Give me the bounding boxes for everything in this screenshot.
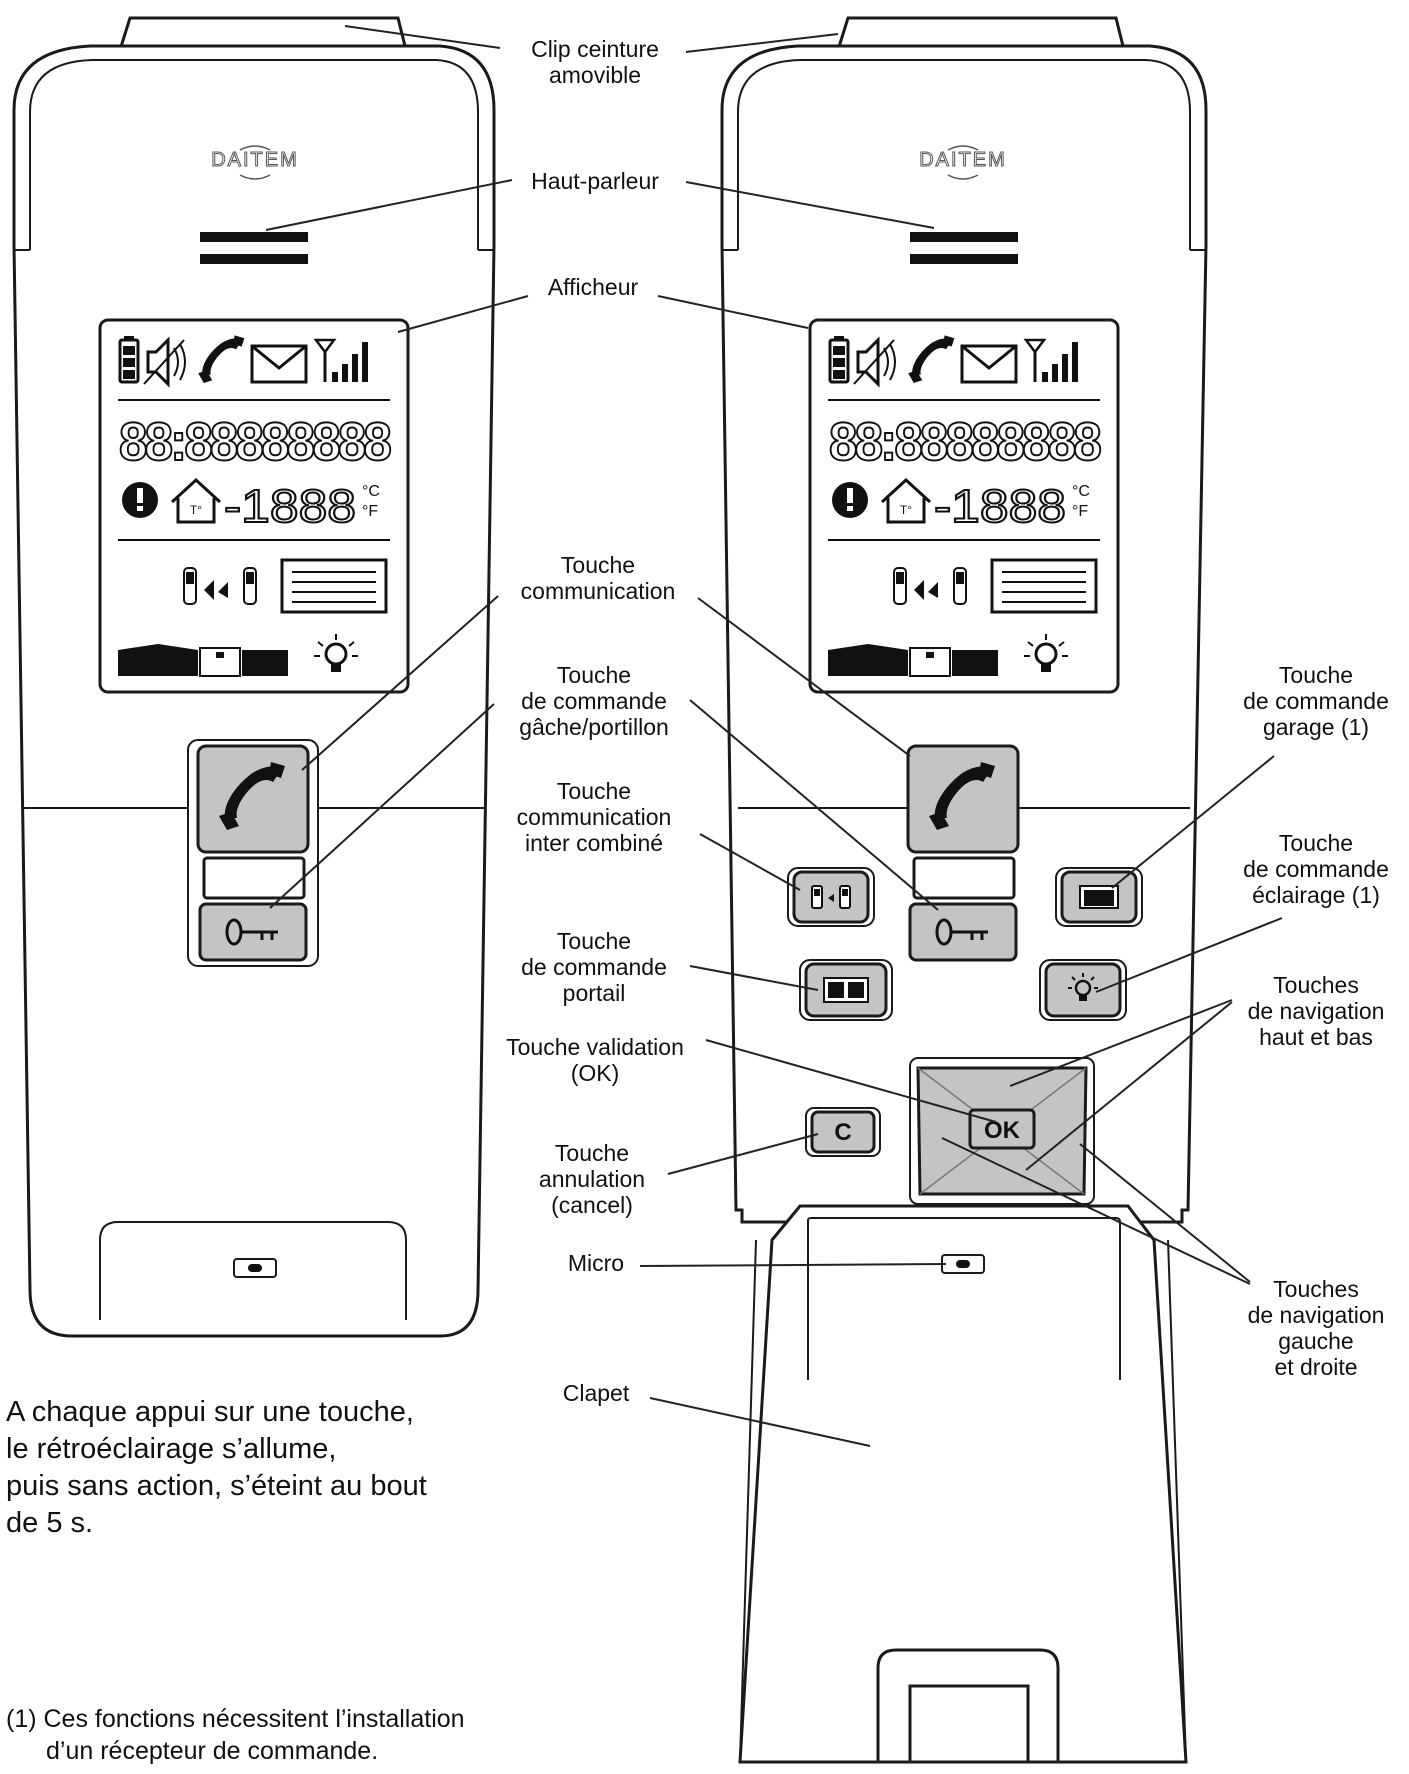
ok-button[interactable]: OK — [968, 1108, 1036, 1150]
cancel-button[interactable]: C — [805, 1107, 881, 1157]
mute-icon — [853, 336, 896, 388]
temperature-readout-right: -1888 — [934, 480, 1066, 532]
garage-icon — [1079, 885, 1119, 909]
brand-logo-right: DAITEM — [919, 149, 1007, 171]
house-icon: T° — [170, 477, 222, 524]
label-clapet: Clapet — [562, 1380, 630, 1406]
battery-icon — [118, 336, 140, 384]
latch-button-right[interactable] — [908, 902, 1018, 962]
garage-button[interactable] — [1055, 867, 1143, 927]
svg-text:T°: T° — [190, 503, 202, 517]
communication-button-right[interactable] — [906, 744, 1020, 854]
temp-unit-f-left: °F — [362, 503, 378, 520]
mail-icon — [960, 344, 1018, 384]
speaker-left — [200, 232, 308, 264]
temp-unit-c-right: °C — [1072, 483, 1090, 500]
bulb-icon — [314, 634, 358, 672]
gate-icon — [118, 644, 288, 677]
lighting-button[interactable] — [1039, 959, 1127, 1021]
key-icon — [225, 918, 278, 946]
microphone-right — [941, 1254, 985, 1274]
key-icon — [935, 918, 988, 946]
belt-clip-right[interactable] — [836, 16, 1126, 51]
communication-button-left[interactable] — [196, 744, 310, 854]
svg-text:T°: T° — [900, 503, 912, 517]
backlight-note: A chaque appui sur une touche, le rétroé… — [6, 1396, 427, 1539]
house-icon: T° — [880, 477, 932, 524]
cancel-label: C — [834, 1119, 851, 1146]
alert-icon — [122, 482, 158, 518]
speaker-right — [910, 232, 1018, 264]
temp-unit-f-right: °F — [1072, 503, 1088, 520]
segment-display-left: 88:88888888 — [119, 412, 391, 472]
microphone-left — [233, 1258, 277, 1278]
mute-icon — [143, 336, 186, 388]
leader-lines — [265, 25, 1283, 1447]
label-validation: Touche validation(OK) — [506, 1034, 684, 1086]
mail-icon — [250, 344, 308, 384]
left-handset: DAITEM 88:88888888 T° -1888 °C °F — [12, 16, 496, 1338]
latch-button-left[interactable] — [198, 902, 308, 962]
handset-transfer-icon — [893, 567, 967, 605]
bulb-icon — [1068, 973, 1098, 1001]
brand-logo-left: DAITEM — [211, 149, 299, 171]
signal-icon — [313, 338, 368, 382]
ok-label: OK — [984, 1117, 1021, 1144]
segment-display-right: 88:88888888 — [829, 412, 1101, 472]
intercom-handset-button[interactable] — [787, 867, 875, 927]
label-haut-parleur: Haut-parleur — [531, 168, 659, 194]
gate-icon — [823, 977, 869, 1003]
gate-button[interactable] — [799, 959, 893, 1021]
temp-unit-c-left: °C — [362, 483, 380, 500]
handset-transfer-icon — [183, 567, 257, 605]
blank-key-right — [912, 856, 1016, 900]
gate-icon — [828, 644, 998, 677]
lcd-display-right: 88:88888888 T° -1888 °C °F — [808, 318, 1120, 694]
right-handset: DAITEM 88:88888888 T° -1888 °C °F — [720, 16, 1208, 1764]
label-micro: Micro — [567, 1250, 625, 1276]
temperature-readout-left: -1888 — [224, 480, 356, 532]
flap[interactable] — [738, 1204, 1188, 1764]
signal-icon — [1023, 338, 1078, 382]
footnote: (1) Ces fonctions nécessitent l’installa… — [6, 1705, 465, 1765]
handset-transfer-icon — [811, 885, 851, 909]
bulb-icon — [1024, 634, 1068, 672]
door-icon — [990, 558, 1098, 614]
battery-icon — [828, 336, 850, 384]
alert-icon — [832, 482, 868, 518]
door-icon — [280, 558, 388, 614]
lcd-display-left: 88:88888888 T° -1888 °C °F — [98, 318, 410, 694]
label-afficheur: Afficheur — [547, 274, 639, 300]
